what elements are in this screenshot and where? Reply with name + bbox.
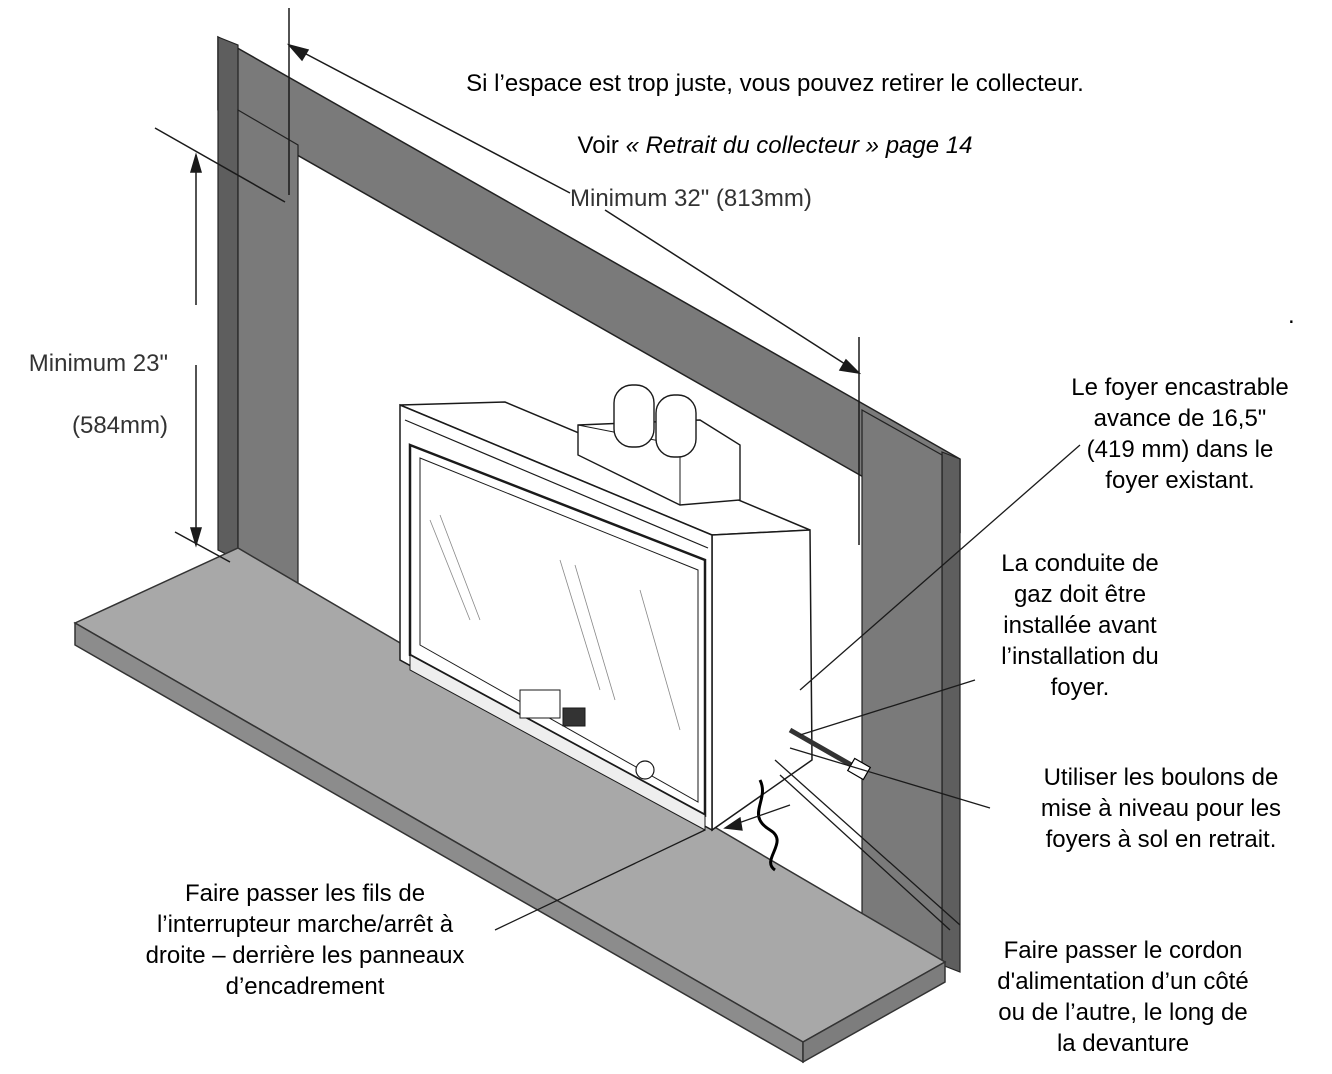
top-note-line1: Si l’espace est trop juste, vous pouvez … xyxy=(466,70,1084,97)
height-extension-bottom xyxy=(174,531,231,563)
control-module xyxy=(519,689,561,719)
hearth-right-edge xyxy=(802,960,946,1064)
leader-projection xyxy=(799,444,1081,691)
control-switch xyxy=(562,707,586,727)
fireplace-insert xyxy=(399,401,872,872)
wires-note: Faire passer les fils de l’interrupteur … xyxy=(145,880,465,1000)
flue-pipe-right xyxy=(655,394,697,458)
height-arrow-bottom xyxy=(189,527,203,548)
top-note-line2: Voir « Retrait du collecteur » page 14 xyxy=(380,130,1170,161)
fireplace-surround xyxy=(217,35,961,973)
insert-glass-inner xyxy=(419,457,699,803)
control-knob xyxy=(635,760,655,780)
stray-dot: . xyxy=(1288,302,1295,329)
width-arrow-right xyxy=(838,358,862,375)
surround-left-post xyxy=(217,36,239,561)
leveling-note: Utiliser les boulons de mise à niveau po… xyxy=(1040,764,1282,853)
height-extension-top xyxy=(154,127,286,203)
width-dim-line-left xyxy=(288,44,571,194)
surround-right-jamb xyxy=(861,408,943,967)
power-cord-note: Faire passer le cordon d'alimentation d’… xyxy=(997,937,1249,1057)
leader-leveling xyxy=(789,747,991,809)
width-dim-line-right xyxy=(604,209,860,374)
leader-gas-line xyxy=(799,679,976,736)
projection-note: Le foyer encastrable avance de 16,5" (41… xyxy=(1071,374,1289,494)
flue-pipe-left xyxy=(613,384,655,448)
width-dimension-label: Minimum 32" (813mm) xyxy=(570,185,812,212)
arrow-wire-route-head xyxy=(723,816,743,831)
leader-wires xyxy=(494,829,706,931)
surround-right-edge xyxy=(941,451,961,973)
height-dim-line1: Minimum 23" xyxy=(28,350,168,377)
width-dimension xyxy=(286,8,862,545)
height-dim-line2: (584mm) xyxy=(71,412,168,439)
height-dimension xyxy=(154,127,286,563)
power-cord xyxy=(757,779,779,872)
top-note-prefix: Voir xyxy=(577,132,626,159)
height-dimension-label: Minimum 23" (584mm) xyxy=(0,317,168,472)
top-note: Si l’espace est trop juste, vous pouvez … xyxy=(380,37,1170,192)
height-arrow-top xyxy=(189,152,203,173)
glass-reflection xyxy=(429,514,681,731)
insert-top-rail xyxy=(404,419,709,549)
gas-connector xyxy=(788,727,862,773)
hearth-slab xyxy=(73,547,947,1064)
gas-line-note: La conduite de gaz doit être installée a… xyxy=(1001,550,1159,701)
callout-leaders xyxy=(494,444,1081,931)
flue-collector xyxy=(577,384,741,506)
leader-power-cord-2 xyxy=(779,774,951,931)
width-arrow-left xyxy=(286,43,310,62)
top-note-page-ref: « Retrait du collecteur » page 14 xyxy=(625,132,973,159)
leader-power-cord xyxy=(774,759,961,926)
